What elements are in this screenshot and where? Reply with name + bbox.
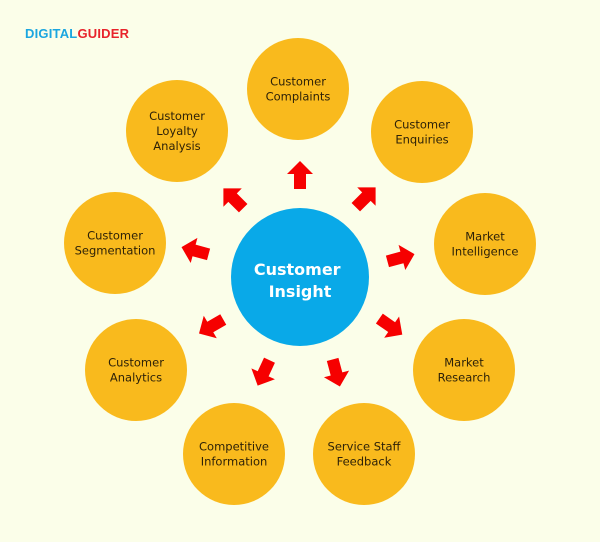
arrows-group bbox=[181, 161, 415, 387]
node-label-line: Competitive bbox=[199, 440, 269, 454]
node-label-line: Service Staff bbox=[328, 440, 402, 454]
node-label-line: Customer bbox=[394, 118, 450, 132]
arrow-to-service-staff-feedback bbox=[323, 357, 350, 387]
node-circle bbox=[371, 81, 473, 183]
arrow-to-customer-complaints bbox=[287, 161, 313, 189]
center-label: Customer Insight bbox=[254, 260, 346, 301]
logo-part-digital: DIGITAL bbox=[25, 26, 78, 41]
center-label-line: Insight bbox=[269, 282, 332, 301]
node-label-line: Complaints bbox=[266, 90, 331, 104]
node-circle bbox=[85, 319, 187, 421]
node-label-line: Market bbox=[465, 230, 505, 244]
arrow-to-customer-segmentation bbox=[181, 237, 211, 264]
node-circle bbox=[413, 319, 515, 421]
logo-part-guider: GUIDER bbox=[77, 26, 130, 41]
arrow-to-customer-loyalty-analysis bbox=[223, 188, 248, 213]
node-label-line: Intelligence bbox=[452, 245, 519, 259]
center-circle bbox=[231, 208, 369, 346]
node-circle bbox=[434, 193, 536, 295]
node-circle bbox=[313, 403, 415, 505]
node-label-line: Analytics bbox=[110, 371, 162, 385]
center-label-line: Customer bbox=[254, 260, 341, 279]
node-label-line: Analysis bbox=[153, 139, 200, 153]
node-circle bbox=[126, 80, 228, 182]
node-label-line: Segmentation bbox=[75, 244, 156, 258]
node-label-line: Loyalty bbox=[156, 124, 198, 138]
node-label-line: Research bbox=[438, 371, 491, 385]
node-circle bbox=[64, 192, 166, 294]
node-label-line: Customer bbox=[149, 109, 205, 123]
node-label-line: Customer bbox=[108, 356, 164, 370]
arrow-to-customer-enquiries bbox=[351, 187, 376, 212]
node-circle bbox=[183, 403, 285, 505]
node-label-line: Customer bbox=[270, 75, 326, 89]
node-label-line: Market bbox=[444, 356, 484, 370]
arrow-to-market-intelligence bbox=[385, 244, 415, 271]
arrow-to-customer-analytics bbox=[199, 314, 227, 339]
node-label-line: Feedback bbox=[337, 455, 392, 469]
node-circle bbox=[247, 38, 349, 140]
arrow-to-competitive-information bbox=[251, 357, 275, 386]
brand-logo: DIGITALGUIDER bbox=[25, 26, 129, 41]
node-label-line: Information bbox=[201, 455, 268, 469]
node-label-line: Enquiries bbox=[395, 133, 448, 147]
center-node: Customer Insight bbox=[231, 208, 369, 346]
node-label-line: Customer bbox=[87, 229, 143, 243]
arrow-to-market-research bbox=[375, 313, 403, 338]
